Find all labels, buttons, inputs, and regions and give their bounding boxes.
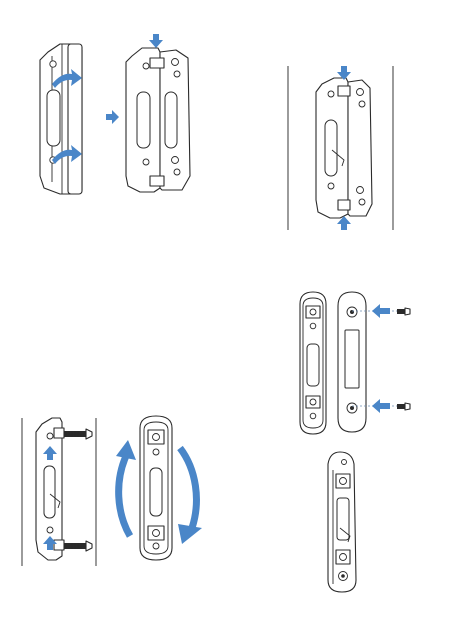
panel-step-align-plate	[288, 66, 393, 230]
screw-icon	[397, 308, 410, 315]
screw-icon	[64, 541, 92, 551]
handle-open-view	[126, 48, 190, 192]
handle-back-view	[300, 292, 326, 434]
panel-step-attach-faceplate	[300, 292, 410, 434]
panel-step-remove-cover	[40, 34, 190, 194]
handle-front-view	[40, 44, 82, 194]
screw-icon	[64, 429, 92, 439]
handle-rotated-view	[140, 416, 172, 560]
handle-mounted-view	[316, 78, 372, 218]
straight-arrow-icon	[106, 110, 119, 124]
screw-icon	[397, 403, 410, 410]
handle-assembled-view	[328, 452, 356, 592]
faceplate	[338, 292, 366, 432]
down-arrow-icon	[149, 34, 163, 48]
panel-step-assembled	[328, 452, 356, 592]
left-arrow-icon	[372, 399, 390, 413]
left-arrow-icon	[372, 304, 390, 318]
panel-step-screw-mount	[22, 418, 96, 566]
panel-step-rotate-handle	[116, 416, 202, 560]
